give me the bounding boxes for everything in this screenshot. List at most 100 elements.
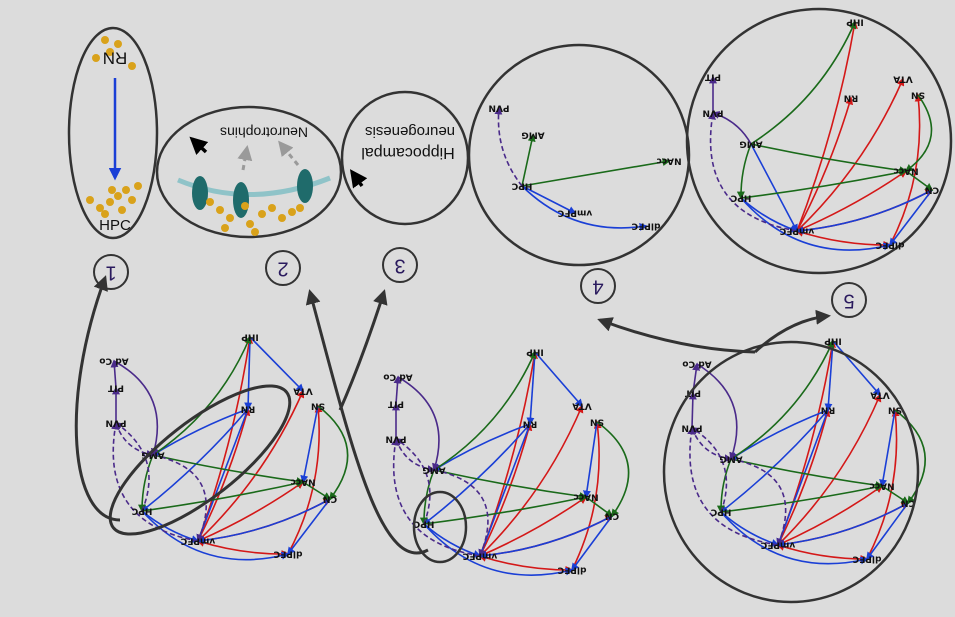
b2-node-pit: PIT (387, 399, 404, 409)
b2-edge-vmpfc-nacc (479, 496, 588, 557)
b1-node-pvn: PVN (105, 418, 126, 428)
p5-node-amg: AMG (739, 139, 762, 149)
neurotrophin-dot (251, 228, 259, 236)
b3-edge-amg-hpc (716, 458, 732, 514)
b1-edge-amg-hpc (137, 454, 154, 513)
b3-edge-ihp-vta (832, 340, 882, 397)
b1-edge-vmpfc-rn (197, 407, 251, 542)
b2-edge-cn-dlpfc (571, 515, 613, 572)
b1-node-rn: RN (241, 404, 255, 414)
b3-edge-dlpfc-sn (866, 408, 900, 560)
p5-node-hpc: HPC (730, 193, 751, 203)
p5-edge-cn-vmpfc (795, 189, 933, 235)
hippocampal-label: Hippocampal (361, 144, 454, 161)
b2-node-vta: VTA (572, 401, 591, 411)
panel-1-dots (86, 36, 142, 218)
b3-edge-vmpfc-pvn (687, 426, 779, 546)
panel-1-outline (67, 26, 159, 240)
neurotrophin-dot (101, 210, 109, 218)
b3-node-vta: VTA (870, 390, 889, 400)
b1-node-dlpfc: dlPFC (273, 549, 302, 559)
release-arrow (237, 145, 253, 171)
panel-3: Hippocampal neurogenesis (340, 90, 470, 226)
increase-arrow-icon (349, 169, 368, 189)
panel-2-dots (206, 198, 304, 236)
b3-edge-ad_co-amg (696, 363, 738, 461)
p5-node-nacc: NAcc (893, 166, 918, 176)
b2-node-vmpfc: vmPFC (462, 551, 497, 561)
b3-node-pvn: PVN (681, 423, 702, 433)
increase-arrow-icon (189, 136, 209, 155)
highlight-hpc-rn (108, 384, 292, 536)
neurotrophin-dot (114, 40, 122, 48)
p5-edge-amg-hpc (736, 143, 752, 200)
p4-edge-hpc-pvn (494, 106, 523, 187)
b3-node-nacc: NAcc (869, 481, 894, 491)
p5-node-sn: SN (911, 90, 925, 100)
b2-edge-amg-nacc (433, 469, 588, 501)
neurotrophin-dot (86, 196, 94, 204)
neurotrophin-dot (108, 186, 116, 194)
b3-edge-pvn-pit (688, 391, 697, 429)
neurotrophin-dot (134, 182, 142, 190)
p5-node-ihp: IHP (846, 17, 864, 27)
b3-edge-rn-vmpfc (776, 409, 829, 547)
b1-node-nacc: NAcc (290, 477, 315, 487)
neurotrophin-dot (92, 54, 100, 62)
b1-edge-vmpfc-ihp (197, 335, 253, 542)
b1-edge-amg-ihp (152, 335, 252, 456)
b2-node-sn: SN (590, 417, 604, 427)
b2-edge-cn-vmpfc (478, 515, 613, 560)
neurotrophin-dot (258, 210, 266, 218)
b3-node-cn: CN (901, 498, 915, 508)
b2-node-pvn: PVN (385, 434, 406, 444)
connector-arrow-3 (338, 289, 388, 411)
b3-node-amg: AMG (719, 454, 742, 464)
neurotrophin-dot (96, 204, 104, 212)
b2-node-ihp: IHP (526, 347, 544, 357)
b1-edge-hpc-vmpfc (141, 510, 200, 543)
panel-1: RN HPC (67, 26, 159, 240)
receptor (297, 169, 313, 203)
b1-edge-rn-hpc (140, 408, 249, 512)
connector-arrow-1 (74, 275, 121, 522)
b3-edge-vmpfc-vta (777, 393, 882, 546)
p5-edge-amg-vmpfc (750, 143, 798, 233)
p4-node-vmpfc: vmPFC (557, 208, 592, 218)
b1-edge-cn-vmpfc (196, 498, 331, 545)
p5-edge-nacc-cn (905, 170, 934, 191)
p5-edge-cn-dlpfc (889, 189, 933, 247)
p5-edge-sn-nacc (904, 94, 933, 172)
b1-node-amg: AMG (141, 450, 164, 460)
p5-edge-hpc-nacc (740, 168, 908, 199)
connector-arrow-4 (597, 317, 756, 354)
b1-edge-rn-amg (151, 408, 249, 456)
b2-edge-ihp-vta (534, 351, 584, 408)
connector-arrow-2 (305, 289, 429, 555)
p4-node-pvn: PVN (488, 103, 509, 113)
b2-edge-hpc-dlpfc (423, 523, 574, 576)
b2-edge-vmpfc-vta (479, 404, 584, 557)
b1-edge-vmpfc-vta (197, 389, 305, 542)
b3-node-ihp: IHP (824, 336, 842, 346)
step-4-circle (580, 268, 616, 304)
neurotrophins-label: Neurotrophins (220, 124, 308, 140)
b2-node-dlpfc: dlPFC (557, 565, 586, 575)
b2-node-hpc: HPC (413, 519, 434, 529)
b2-edge-amg-vmpfc (433, 469, 489, 558)
release-arrow (278, 140, 300, 166)
p5-node-vta: VTA (893, 74, 912, 84)
b2-edge-ad_co-amg (397, 376, 440, 472)
b1-edge-nacc-cn (302, 481, 332, 500)
b1-edge-rn-vmpfc (196, 408, 249, 543)
b1-edge-amg-vmpfc (152, 454, 207, 543)
neurotrophin-dot (206, 198, 214, 206)
panel-1-rn-label: RN (103, 49, 128, 68)
step-2-circle (265, 250, 301, 286)
neurotrophin-dot (241, 202, 249, 210)
b1-node-sn: SN (311, 401, 325, 411)
